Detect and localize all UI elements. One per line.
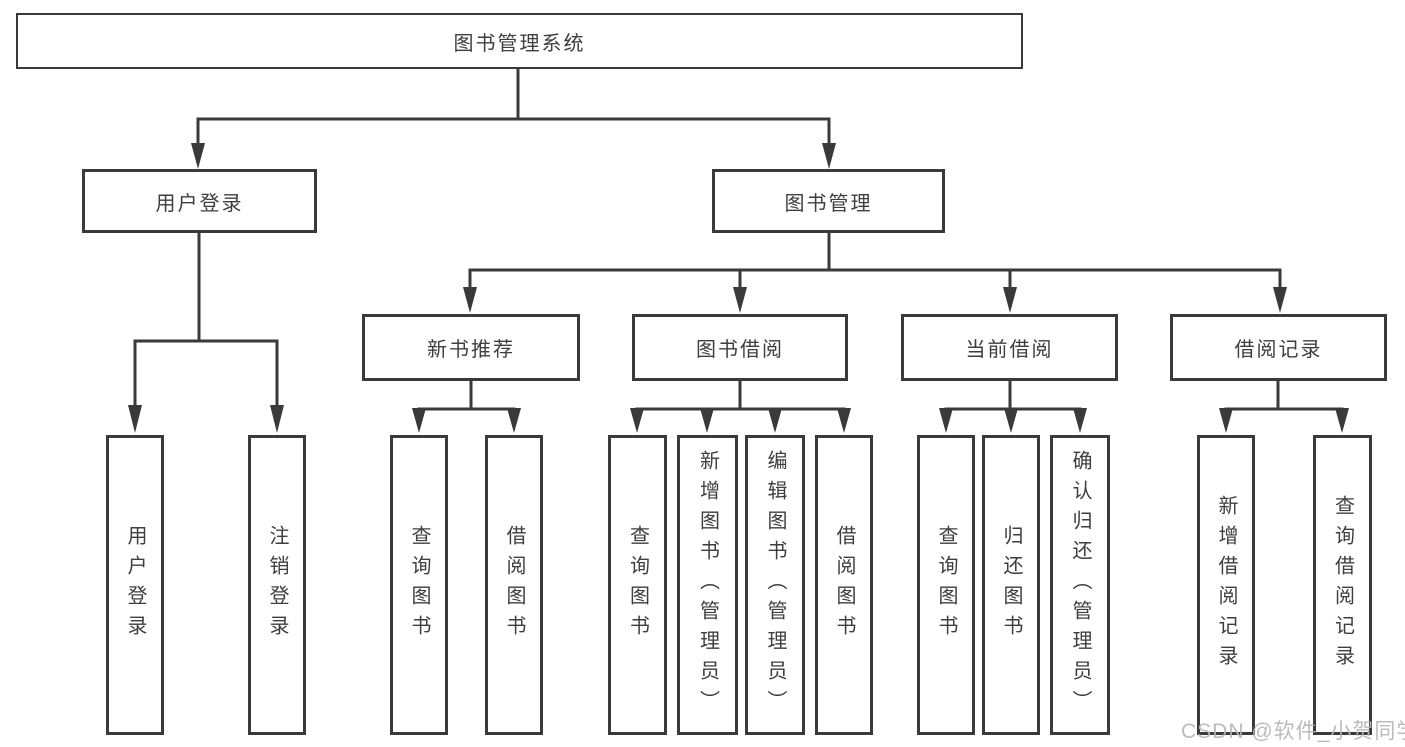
node-label: 当前借阅 <box>965 339 1054 361</box>
leaf-label: 注销登录 <box>266 525 288 645</box>
node-label: 借阅记录 <box>1234 339 1323 361</box>
node-current-borrow: 当前借阅 <box>901 314 1118 381</box>
node-label: 新书推荐 <box>427 339 515 361</box>
leaf-label: 查询图书 <box>408 525 430 645</box>
leaf-label: 新增借阅记录 <box>1215 495 1237 675</box>
leaf-label: 查询图书 <box>626 525 649 645</box>
leaf-edit-books-admin: 编辑图书（管理员） <box>745 435 805 735</box>
leaf-return-books: 归还图书 <box>982 435 1040 735</box>
node-label: 图书借阅 <box>696 339 784 361</box>
leaf-add-books-admin: 新增图书（管理员） <box>677 435 738 735</box>
leaf-label: 借阅图书 <box>503 525 525 645</box>
leaf-add-borrow-record: 新增借阅记录 <box>1197 435 1255 735</box>
leaf-label: 编辑图书（管理员） <box>764 450 786 720</box>
leaf-label: 借阅图书 <box>833 525 855 645</box>
leaf-borrow-books: 借阅图书 <box>815 435 873 735</box>
leaf-borrow-books-recommend: 借阅图书 <box>485 435 543 735</box>
node-book-borrow: 图书借阅 <box>632 314 848 381</box>
node-label: 图书管理系统 <box>453 32 586 55</box>
leaf-label: 查询图书 <box>935 525 957 645</box>
node-new-book-recommend: 新书推荐 <box>362 314 580 381</box>
node-user-login: 用户登录 <box>82 169 317 233</box>
node-borrow-record: 借阅记录 <box>1170 314 1387 381</box>
leaf-query-books-recommend: 查询图书 <box>390 435 448 735</box>
leaf-logout: 注销登录 <box>248 435 306 735</box>
leaf-label: 用户登录 <box>124 525 146 645</box>
node-book-management: 图书管理 <box>712 169 945 233</box>
leaf-label: 确认归还（管理员） <box>1069 450 1091 720</box>
node-root-library-system: 图书管理系统 <box>16 13 1023 69</box>
leaf-query-borrow-record: 查询借阅记录 <box>1313 435 1372 735</box>
leaf-query-books-current: 查询图书 <box>917 435 975 735</box>
leaf-query-books-borrow: 查询图书 <box>608 435 667 735</box>
node-label: 图书管理 <box>784 192 873 215</box>
leaf-label: 查询借阅记录 <box>1331 495 1354 675</box>
node-label: 用户登录 <box>155 192 244 215</box>
leaf-label: 归还图书 <box>1000 525 1022 645</box>
leaf-confirm-return-admin: 确认归还（管理员） <box>1050 435 1110 735</box>
leaf-label: 新增图书（管理员） <box>696 450 719 720</box>
leaf-user-login: 用户登录 <box>106 435 164 735</box>
csdn-watermark: CSDN @软件_小贺同学 <box>1181 720 1405 743</box>
